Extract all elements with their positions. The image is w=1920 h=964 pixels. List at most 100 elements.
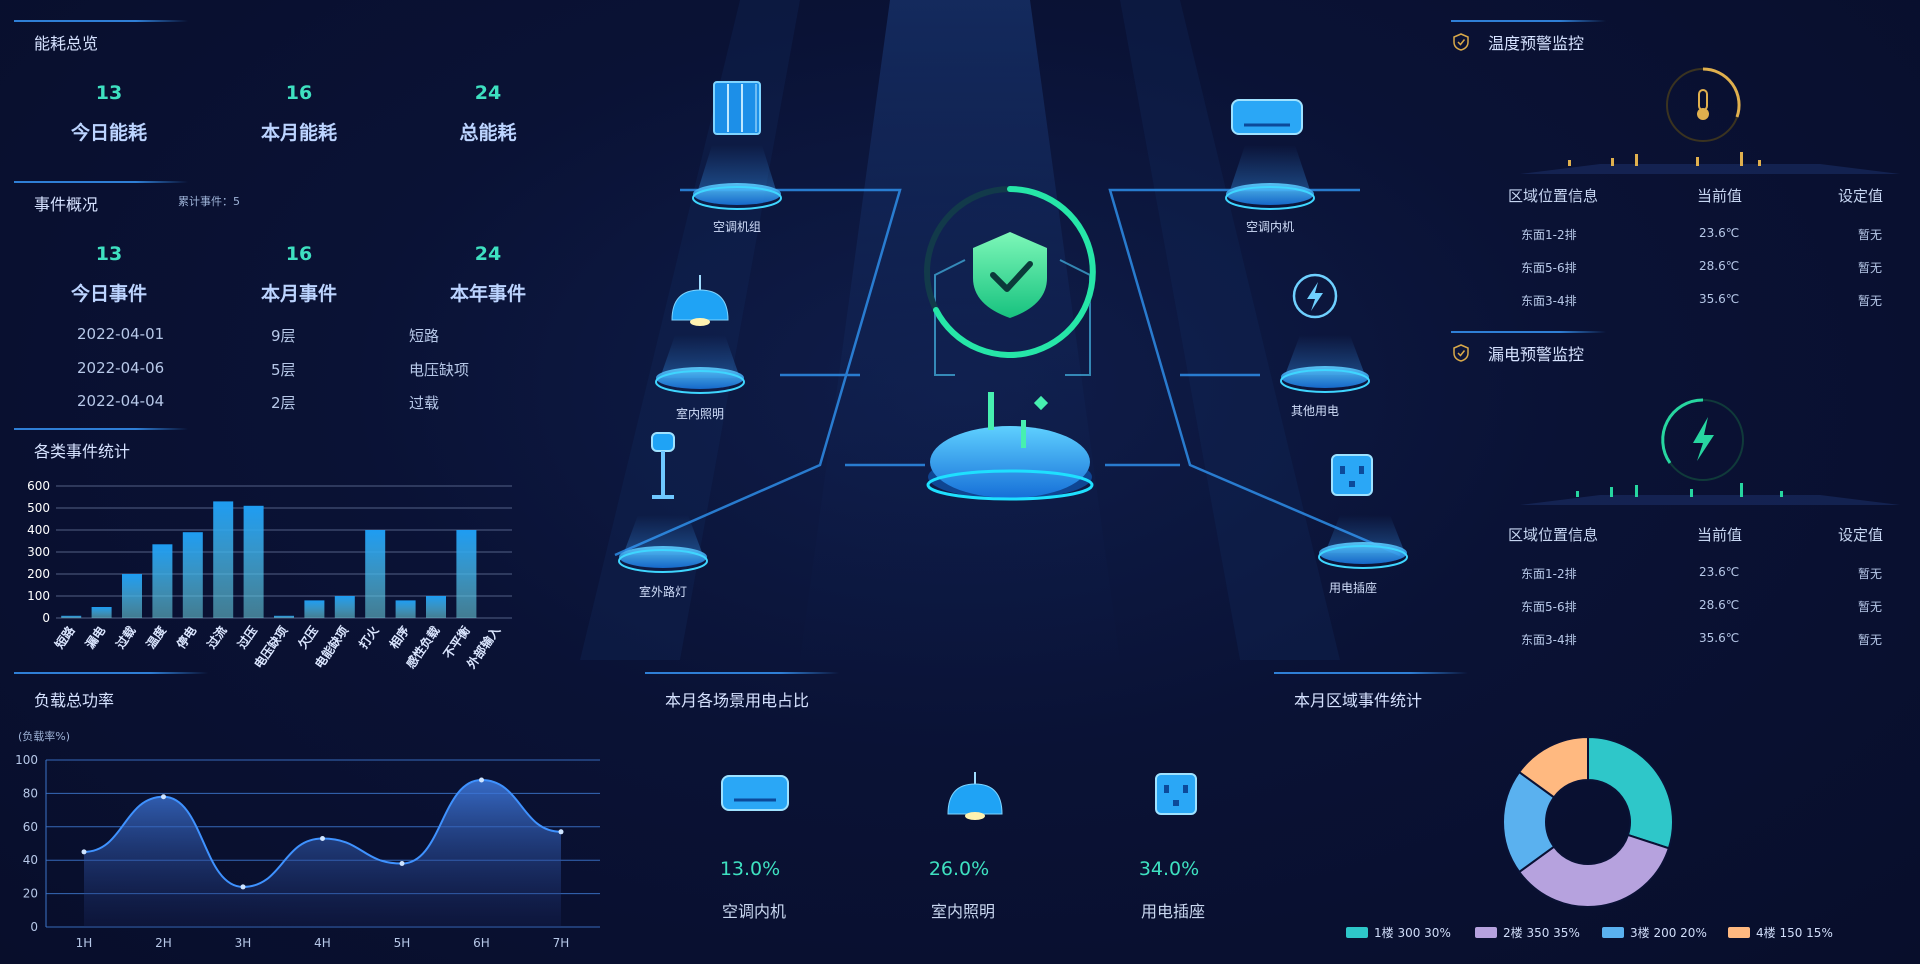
bar <box>152 544 173 618</box>
station-ac-indoor[interactable] <box>1225 99 1315 210</box>
area: 东面3-4排 <box>1521 294 1577 308</box>
station-other-power[interactable] <box>1280 273 1370 393</box>
setting: 暂无 <box>1858 294 1883 308</box>
circuit-lines <box>614 188 1401 557</box>
event-type: 过载 <box>409 394 440 412</box>
kpi-value: 24 <box>474 82 502 104</box>
title-line <box>1451 331 1606 333</box>
legend-label: 2楼 350 35% <box>1503 926 1580 940</box>
thermometer-icon <box>1697 89 1709 120</box>
pendant-lamp-icon <box>671 275 729 326</box>
data-point <box>240 884 246 890</box>
y-tick-label: 0 <box>30 920 38 934</box>
area: 东面5-6排 <box>1521 600 1577 614</box>
legend-item[interactable]: 1楼 300 30% <box>1346 924 1451 941</box>
bar <box>122 574 142 618</box>
kpi-value: 16 <box>285 82 313 104</box>
cumulative-events: 累计事件：5 <box>178 195 240 208</box>
legend-item[interactable]: 3楼 200 20% <box>1602 924 1707 941</box>
bar <box>456 530 477 618</box>
temperature-gauge <box>1520 67 1900 174</box>
legend-label: 1楼 300 30% <box>1374 926 1451 940</box>
table-header: 区域位置信息 <box>1508 187 1599 205</box>
bar <box>213 501 234 618</box>
table-header: 设定值 <box>1838 526 1884 544</box>
y-tick-label: 60 <box>23 820 38 834</box>
area: 东面1-2排 <box>1521 228 1577 242</box>
y-tick-label: 80 <box>23 786 38 800</box>
area: 东面5-6排 <box>1521 261 1577 275</box>
label-socket: 用电插座 <box>1328 581 1377 595</box>
usage-pct: 26.0% <box>928 858 990 880</box>
legend-swatch <box>1346 927 1368 938</box>
legend-item[interactable]: 2楼 350 35% <box>1475 924 1580 941</box>
setting: 暂无 <box>1858 261 1883 275</box>
x-tick-label: 不平衡 <box>440 623 473 661</box>
power-socket-icon <box>1331 454 1373 496</box>
kpi-year-events: 24 本年事件 <box>398 243 578 306</box>
legend-swatch <box>1728 927 1750 938</box>
title-line <box>1274 672 1468 674</box>
kpi-value: 16 <box>285 243 313 265</box>
x-tick-label: 5H <box>394 936 411 950</box>
bar <box>182 532 203 618</box>
y-tick-label: 40 <box>23 853 38 867</box>
usage-pct: 34.0% <box>1138 858 1200 880</box>
label-indoor-light: 室内照明 <box>675 407 724 421</box>
x-tick-label: 4H <box>314 936 331 950</box>
x-tick-label: 温度 <box>143 622 170 651</box>
security-status-widget[interactable] <box>924 186 1096 501</box>
power-socket-icon <box>1155 773 1197 815</box>
usage-label: 空调内机 <box>721 902 786 921</box>
title-line <box>14 428 188 430</box>
station-socket[interactable] <box>1318 454 1408 569</box>
x-tick-label: 漏电 <box>82 623 108 651</box>
x-tick-label: 停电 <box>173 623 199 651</box>
station-indoor-light[interactable] <box>655 275 745 394</box>
station-street-light[interactable] <box>618 432 708 573</box>
air-conditioner-icon <box>1231 99 1303 135</box>
shield-check-icon <box>973 232 1047 318</box>
data-point <box>81 849 87 855</box>
air-conditioner-icon <box>721 775 789 811</box>
data-point <box>161 794 166 800</box>
title-line <box>14 672 208 674</box>
label-ac-indoor: 空调内机 <box>1245 220 1294 234</box>
legend-item[interactable]: 4楼 150 15% <box>1728 924 1833 941</box>
station-ac-unit[interactable] <box>692 81 782 210</box>
kpi-label: 今日事件 <box>70 283 147 305</box>
pie-slice <box>1517 735 1589 799</box>
value: 28.6℃ <box>1699 598 1740 612</box>
y-tick-label: 400 <box>27 523 50 537</box>
legend-label: 3楼 200 20% <box>1630 926 1707 940</box>
leakage-gauge <box>1520 398 1900 505</box>
y-tick-label: 100 <box>15 753 38 767</box>
x-tick-label: 欠压 <box>295 623 321 651</box>
event-type: 电压缺项 <box>409 361 470 379</box>
label-ac-unit: 空调机组 <box>712 220 761 234</box>
kpi-label: 今日能耗 <box>70 122 147 144</box>
event-date: 2022-04-06 <box>77 359 165 377</box>
pendant-lamp-icon <box>947 772 1003 820</box>
value: 28.6℃ <box>1699 259 1740 273</box>
temp-monitor-title: 温度预警监控 <box>1488 34 1585 53</box>
center-scene <box>580 0 1408 660</box>
kpi-month-energy: 16 本月能耗 <box>209 82 389 145</box>
kpi-value: 13 <box>95 243 123 265</box>
y-tick-label: 0 <box>42 611 50 625</box>
bar <box>426 596 446 618</box>
table-header: 设定值 <box>1838 187 1884 205</box>
bar <box>365 530 386 618</box>
y-axis-unit: (负载率%) <box>18 729 70 743</box>
legend-swatch <box>1475 927 1497 938</box>
usage-pct: 13.0% <box>719 858 781 880</box>
label-street-light: 室外路灯 <box>638 585 687 599</box>
table-header: 当前值 <box>1697 526 1743 544</box>
x-tick-label: 1H <box>76 936 93 950</box>
setting: 暂无 <box>1858 567 1883 581</box>
bar <box>61 615 82 618</box>
energy-title: 能耗总览 <box>34 34 99 53</box>
kpi-month-events: 16 本月事件 <box>209 243 389 306</box>
data-point <box>399 861 405 867</box>
x-tick-label: 2H <box>155 936 172 950</box>
